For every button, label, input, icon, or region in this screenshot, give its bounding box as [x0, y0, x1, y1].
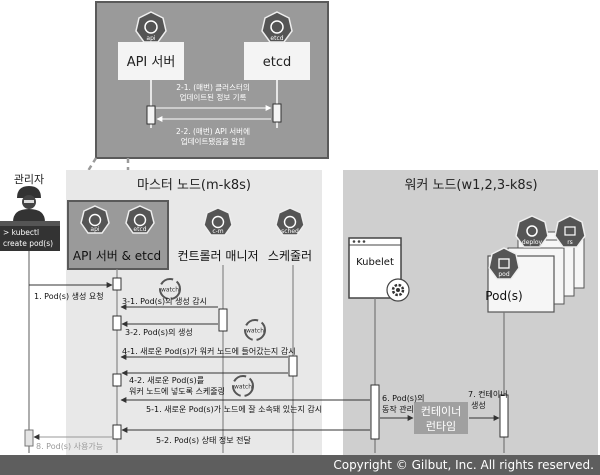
top-api-label: API 서버: [127, 55, 176, 70]
top-etcd-label: etcd: [263, 55, 292, 70]
top-api-activation: [146, 105, 156, 125]
master-node-title: 마스터 노드(m-k8s): [137, 178, 251, 193]
watch-label-1: watch: [161, 287, 179, 294]
container-runtime-box: [414, 402, 468, 434]
master-api-icon-text: api: [90, 226, 99, 233]
master-etcd-icon-text: etcd: [133, 226, 146, 233]
cm-icon-text: c-m: [212, 228, 223, 235]
deploy-icon-text: deploy: [522, 239, 543, 246]
controller-manager-icon: c-m: [203, 207, 233, 236]
top-etcd-icon-text: etcd: [270, 35, 283, 42]
top-etcd-box: [244, 42, 310, 80]
top-etcd-icon: etcd: [261, 11, 293, 43]
kubelet-activation: [370, 384, 380, 440]
sched-icon-text: sched: [281, 228, 299, 235]
runtime-line2: 런타임: [426, 420, 456, 433]
note-2-2-line2: 업데이트됐음을 알림: [181, 136, 245, 146]
watch-label-2: watch: [246, 328, 264, 335]
admin-terminal-bar: [0, 221, 60, 226]
top-etcd-activation: [272, 103, 282, 123]
kubernetes-pod-creation-diagram: api etcd API 서버 etcd 2-1. (매번) 클러스터의 업데이…: [0, 1, 598, 455]
sched-activation: [288, 355, 298, 377]
top-api-icon-text: api: [146, 35, 155, 42]
watch-loop-icon-4-2: watch: [232, 375, 254, 397]
step-7-line1: 7. 컨테이너: [468, 389, 508, 399]
pods-label: Pod(s): [485, 289, 522, 303]
step-5-2-label: 5-2. Pod(s) 상태 정보 전달: [156, 435, 252, 445]
deploy-icon: deploy: [515, 215, 549, 248]
rs-icon-text: rs: [567, 239, 573, 246]
terminal-line1: > kubectl: [3, 228, 39, 237]
step-4-1-label: 4-1. 새로운 Pod(s)가 워커 노드에 들어갔는지 감시: [122, 346, 296, 356]
admin-person-icon: [13, 186, 45, 222]
step-5-1-label: 5-1. 새로운 Pod(s)가 노드에 잘 소속돼 있는지 감시: [146, 404, 322, 414]
scheduler-icon: sched: [275, 207, 305, 236]
pod-icon-text: pod: [498, 271, 509, 278]
api-activation-2: [112, 315, 122, 331]
step-7-line2: 생성: [471, 400, 486, 410]
cm-activation: [218, 308, 228, 332]
runtime-line1: 컨테이너: [421, 405, 461, 418]
kubelet-label: Kubelet: [356, 257, 394, 268]
note-2-1-line1: 2-1. (매번) 클러스터의: [176, 82, 250, 92]
api-activation-4: [112, 424, 122, 440]
top-api-box: [118, 42, 184, 80]
step-1-label: 1. Pod(s) 생성 요청: [34, 291, 104, 301]
admin-activation: [24, 429, 34, 447]
master-api-etcd-label: API 서버 & etcd: [73, 249, 161, 263]
watch-label-3: watch: [234, 384, 252, 391]
master-api-icon: api: [80, 205, 110, 234]
worker-node-title: 워커 노드(w1,2,3-k8s): [404, 178, 537, 193]
pods-activation: [499, 394, 509, 438]
replicaset-icon: rs: [554, 215, 586, 248]
note-2-2-line1: 2-2. (매번) API 서버에: [176, 126, 250, 136]
step-4-2-line2: 워커 노드에 넣도록 스케줄링: [129, 386, 225, 396]
step-8-label: 8. Pod(s) 사용가능: [36, 442, 103, 451]
kubelet-gear-icon: [386, 278, 410, 302]
worker-node-region: [343, 170, 598, 455]
controller-manager-label: 컨트롤러 매니저: [177, 249, 258, 263]
admin-label: 관리자: [14, 173, 44, 186]
kubelet-box: Kubelet: [348, 237, 410, 302]
step-6-line1: 6. Pod(s)의: [382, 393, 424, 403]
step-3-1-label: 3-1. Pod(s)의 생성 감시: [122, 296, 207, 306]
terminal-line2: create pod(s): [3, 239, 53, 248]
pod-icon: pod: [488, 247, 520, 280]
master-etcd-icon: etcd: [125, 205, 155, 234]
watch-loop-icon-3-1: watch: [159, 278, 181, 300]
step-3-2-label: 3-2. Pod(s)의 생성: [125, 327, 193, 337]
copyright-footer: Copyright © Gilbut, Inc. All rights rese…: [0, 455, 600, 475]
note-2-1-line2: 업데이트된 정보 기록: [180, 92, 247, 102]
step-4-2-line1: 4-2. 새로운 Pod(s)를: [129, 376, 204, 385]
api-activation-1: [112, 277, 122, 291]
api-activation-3: [112, 373, 122, 387]
top-api-icon: api: [135, 11, 167, 43]
step-6-line2: 동작 관리: [382, 404, 414, 414]
watch-loop-icon-3-2: watch: [244, 319, 266, 341]
scheduler-label: 스케줄러: [268, 249, 312, 263]
